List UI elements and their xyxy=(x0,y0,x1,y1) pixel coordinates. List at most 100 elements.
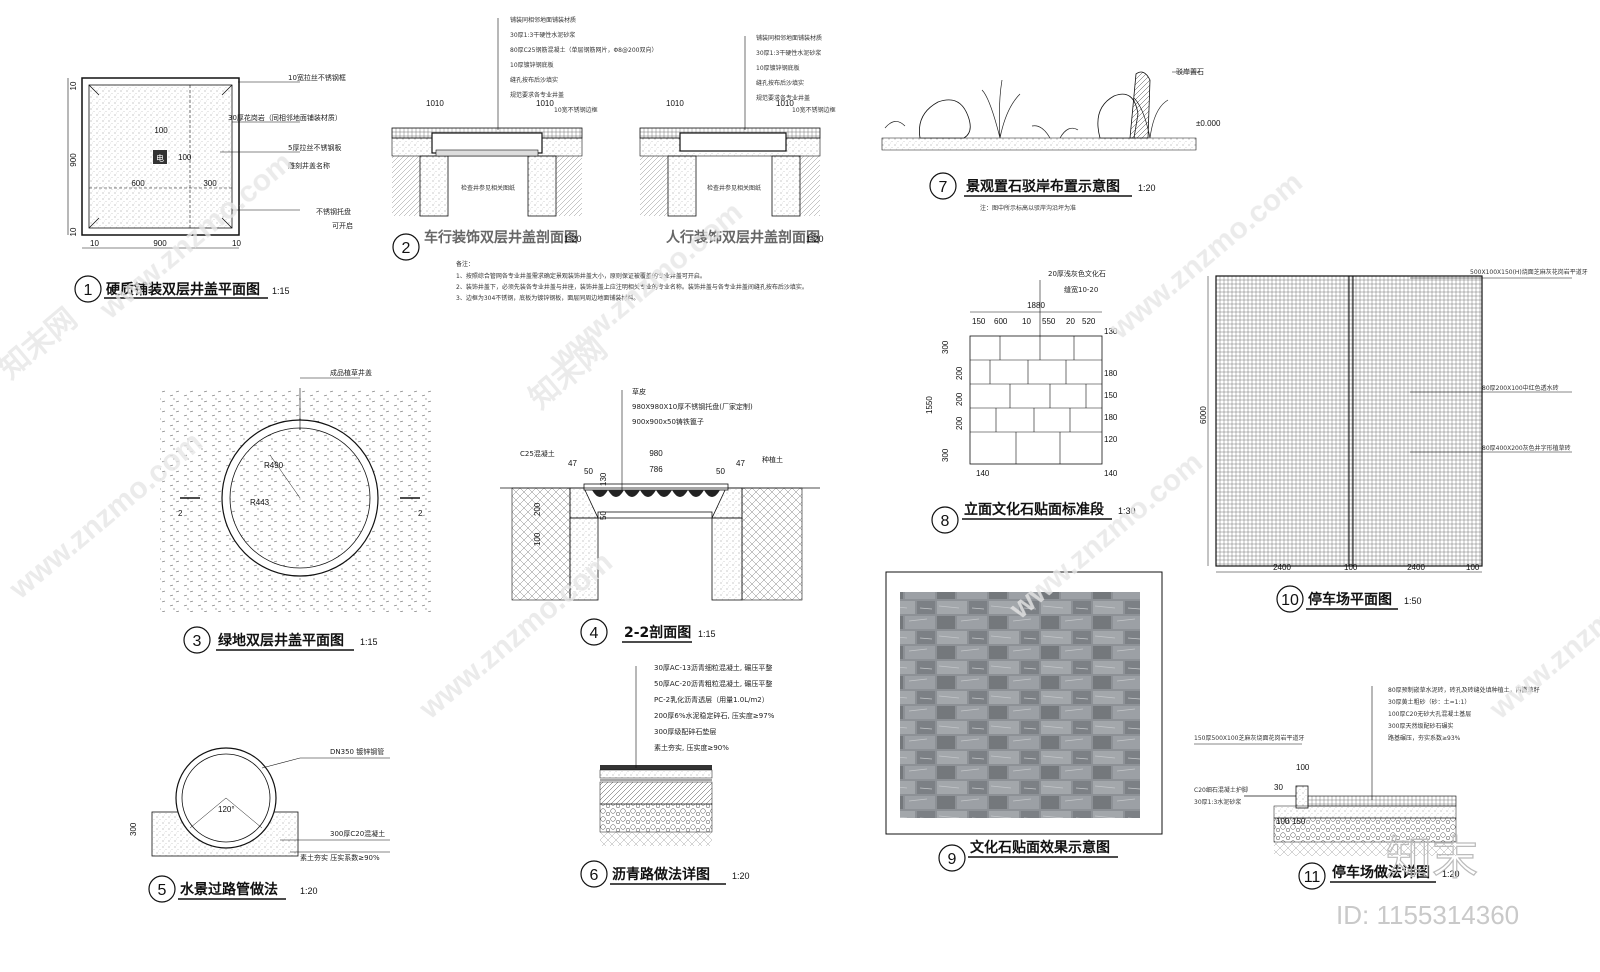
dim8-rt1: 180 xyxy=(1104,369,1118,378)
note-5-1: DN350 镀锌钢管 xyxy=(330,747,384,756)
note-6-3: PC-2乳化沥青透层（用量1.0L/m2） xyxy=(654,695,769,704)
note-5-2: 300厚C20混凝土 xyxy=(330,829,385,838)
stone-wall xyxy=(969,335,1103,465)
detail-2-bubble xyxy=(392,233,420,261)
dim8-h: 1550 xyxy=(925,396,934,414)
angle-120: 120° xyxy=(218,805,235,814)
dim-300: 300 xyxy=(129,822,138,836)
detail-7-number: 7 xyxy=(939,179,948,196)
dim-100b: 100 xyxy=(178,153,192,162)
detail-1-scale: 1:15 xyxy=(272,286,290,296)
note-1-1: 10宽拉丝不锈钢框 xyxy=(288,73,346,82)
dim4-47b: 47 xyxy=(736,459,745,468)
detail-2-scale-a: 1:20 xyxy=(564,234,582,244)
detail-6-title: 沥青路做法详图 xyxy=(612,866,710,883)
detail-3-number: 3 xyxy=(193,633,202,650)
detail-6-section: 30厚AC-13沥青细粒混凝土, 碾压平整 50厚AC-20沥青粗粒混凝土, 碾… xyxy=(580,663,775,888)
note-4-right: 种植土 xyxy=(762,455,783,464)
detail-4-scale: 1:15 xyxy=(698,629,716,639)
dim-100a: 100 xyxy=(154,126,168,135)
detail-2-sections: 检查井参见相关图纸 1010 1010 10宽不锈钢边框 铺装同相邻地面铺装材质… xyxy=(391,16,836,302)
note-2a-4: 10厚镀锌钢底板 xyxy=(510,61,554,69)
detail-2-number: 2 xyxy=(402,240,411,257)
frame-note-b: 10宽不锈钢边框 xyxy=(792,106,836,114)
dim-1010-b1: 1010 xyxy=(666,99,684,108)
dim8-rt0: 130 xyxy=(1104,327,1118,336)
dim11-0: 100 xyxy=(1296,763,1310,772)
detail-9-number: 9 xyxy=(948,851,957,868)
note-10-2: 80厚200X100中红色透水砖 xyxy=(1482,384,1559,392)
dim-10d: 10 xyxy=(69,227,78,236)
note-2b-2: 30厚1:3干硬性水泥砂浆 xyxy=(756,49,821,57)
detail-9-photo: 9 文化石贴面效果示意图 xyxy=(885,571,1163,872)
dim8-rt3: 180 xyxy=(1104,413,1118,422)
dim8-bottom: 140 xyxy=(976,469,990,478)
frame-note-a: 10宽不锈钢边框 xyxy=(554,106,598,114)
dim-1010-a2: 1010 xyxy=(536,99,554,108)
radius-443: R443 xyxy=(250,498,270,507)
detail-6-number: 6 xyxy=(590,867,599,884)
note-11-2: 30厚黄土粗砂（砂：土=1:1） xyxy=(1388,698,1470,706)
logo-glyph: 电 xyxy=(156,153,164,163)
dims-8-left: 300 200 200 200 300 xyxy=(941,340,964,462)
note-11-4: 300厚天然级配砂石碾实 xyxy=(1388,722,1453,730)
dim4-786: 786 xyxy=(649,465,663,474)
wm-site-7: www.znzmo.com xyxy=(1483,545,1600,726)
notes-2a: 铺装同相邻地面铺装材质 30厚1:3干硬性水泥砂浆 80厚C25钢筋混凝土（单层… xyxy=(510,16,657,99)
detail-7-sub: 注：图中所示标高以驳岸沟沿坪为准 xyxy=(980,204,1076,212)
dim8-rt4: 120 xyxy=(1104,435,1118,444)
detail-2-title-a: 车行装饰双层井盖剖面图 xyxy=(424,229,578,246)
note-2b-3: 10厚镀锌钢底板 xyxy=(756,64,800,72)
note-10-1: 500X100X150(H)烧面芝麻灰花岗岩平道牙 xyxy=(1470,268,1588,276)
note-2a-3: 80厚C25钢筋混凝土（单层钢筋网片，Φ8@200双向） xyxy=(510,46,657,54)
note-2a-6: 规范要求各专业井盖 xyxy=(510,91,564,99)
pit-note-a: 检查井参见相关图纸 xyxy=(461,184,515,192)
dim4-100: 100 xyxy=(533,532,542,546)
detail-9-bubble xyxy=(938,844,966,872)
detail-4-section: 草皮 980X980X10厚不锈钢托盘(厂家定制) 900x900x50铸铁篦子… xyxy=(500,387,820,646)
detail-2-scale-b: 1:20 xyxy=(806,234,824,244)
dim8-l1: 300 xyxy=(941,340,950,354)
dim4-980: 980 xyxy=(649,449,663,458)
dim8-l3: 200 xyxy=(955,392,964,406)
dim-300: 300 xyxy=(203,179,217,188)
dims-8-right: 130 180 150 180 120 140 xyxy=(1104,327,1118,478)
detail-11-title: 停车场做法详图 xyxy=(1332,864,1430,881)
frame-outer xyxy=(81,77,240,236)
dim11-2: 100 xyxy=(1276,817,1290,826)
dim8-r3: 550 xyxy=(1042,317,1056,326)
detail-5-section: 120° 300 DN350 镀锌钢管 300厚C20混凝土 素土夯实 压实系数… xyxy=(129,747,390,903)
notes-6: 30厚AC-13沥青细粒混凝土, 碾压平整 50厚AC-20沥青粗粒混凝土, 碾… xyxy=(654,663,775,752)
dim8-r1: 600 xyxy=(994,317,1008,326)
note-11-7: C20细石混凝土护脚 xyxy=(1194,786,1248,794)
dim-900-h: 900 xyxy=(153,239,167,248)
dim8-r4: 20 xyxy=(1066,317,1075,326)
note-11-3: 100厚C20无砂大孔混凝土基层 xyxy=(1388,710,1471,718)
note-6-2: 50厚AC-20沥青粗粒混凝土, 碾压平整 xyxy=(654,679,772,688)
dim8-rt2: 150 xyxy=(1104,391,1118,400)
detail-10-scale: 1:50 xyxy=(1404,596,1422,606)
note-6-6: 素土夯实, 压实度≥90% xyxy=(654,743,729,752)
notes-2b: 铺装同相邻地面铺装材质 30厚1:3干硬性水泥砂浆 10厚镀锌钢底板 缝孔按布后… xyxy=(756,34,822,102)
note-2b-5: 规范要求各专业井盖 xyxy=(756,94,810,102)
id-watermark: ID: 1155314360 xyxy=(1336,900,1519,930)
detail-8-title: 立面文化石贴面标准段 xyxy=(964,501,1104,518)
detail-7-title: 景观置石驳岸布置示意图 xyxy=(966,178,1120,195)
note-11-6: 150厚500X100芝麻灰烧面花岗岩平道牙 xyxy=(1194,734,1304,742)
manhole-logo-plate xyxy=(153,150,167,164)
detail-11-scale: 1:20 xyxy=(1442,869,1460,879)
remark-2: 2、装饰井盖下，必须先装各专业井盖与井座，装饰井盖上应注明相关专业的专业名称。装… xyxy=(456,283,808,291)
dim8-l2: 200 xyxy=(955,366,964,380)
note-10-3: 80厚400X200灰色井字形植草砖 xyxy=(1482,444,1571,452)
wm-cn-1: 知末网 xyxy=(0,302,83,385)
remarks-2: 备注： 1、按照综合管网各专业井盖需求确定景观装饰井盖大小，原则保证被覆盖的专业… xyxy=(456,260,808,302)
detail-10-number: 10 xyxy=(1281,592,1299,609)
dims-8-row: 150 600 10 550 20 520 xyxy=(972,317,1096,326)
note-6-5: 300厚级配碎石垫层 xyxy=(654,727,716,736)
note-11-8: 30厚1:3水泥砂浆 xyxy=(1194,798,1241,806)
detail-10-plan: 6000 2400 100 2400 100 500X100X150(H)烧面芝… xyxy=(1199,268,1588,613)
dims-4: 47 50 980 786 50 47 130 50 200 100 xyxy=(533,449,745,546)
note-6-1: 30厚AC-13沥青细粒混凝土, 碾压平整 xyxy=(654,663,772,672)
note-2a-5: 缝孔按布后沙填实 xyxy=(510,76,558,84)
note-4-left: C25混凝土 xyxy=(520,449,555,458)
